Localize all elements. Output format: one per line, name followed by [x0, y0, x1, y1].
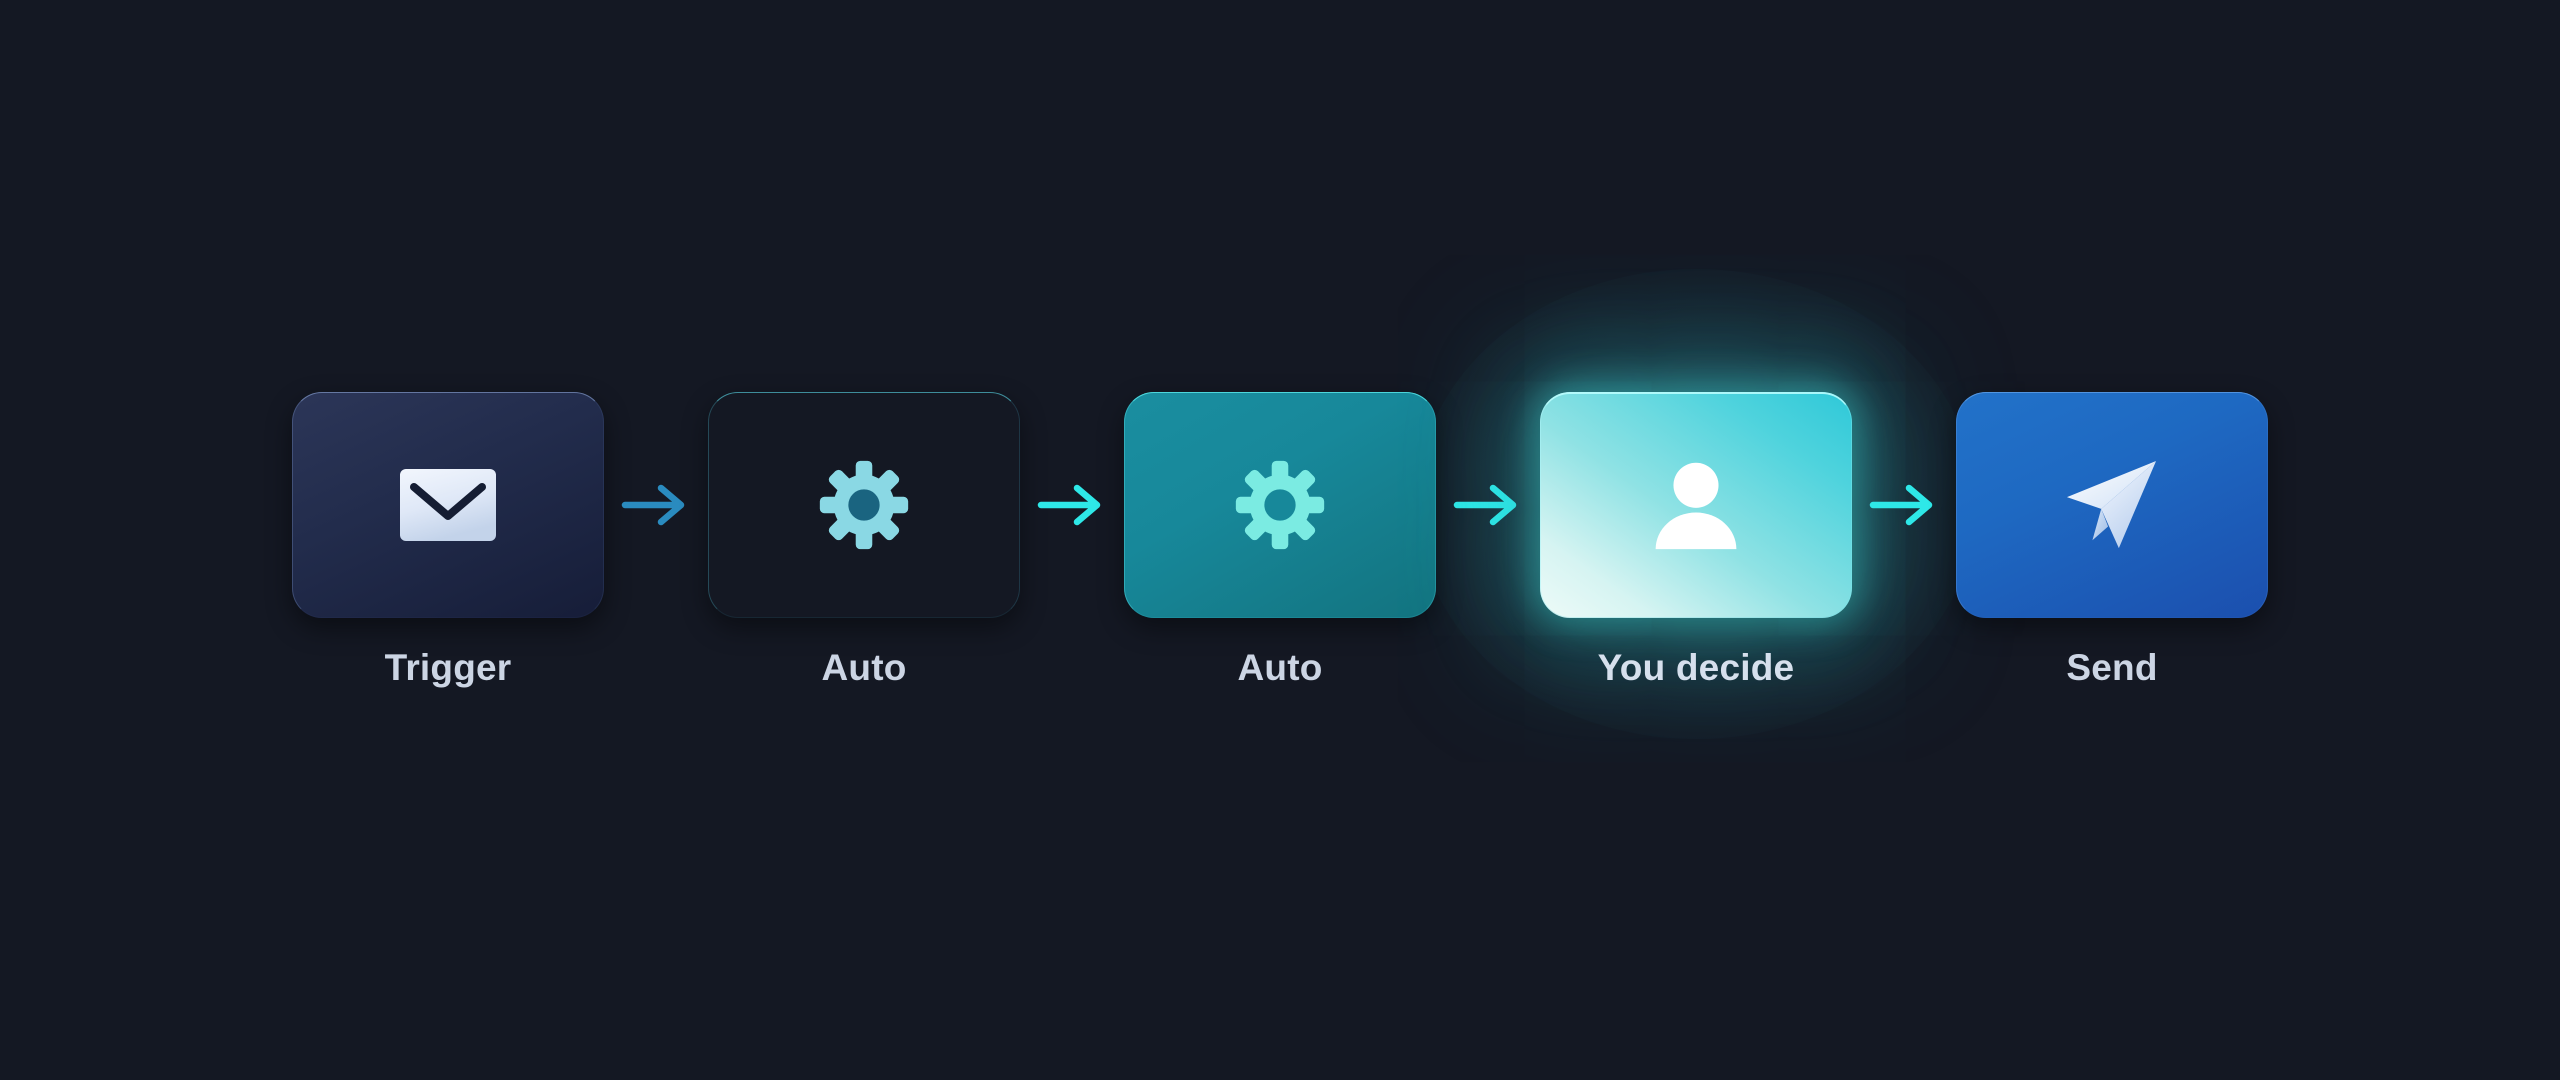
connector-arrow-3 [1436, 392, 1540, 618]
step-label-trigger: Trigger [384, 646, 512, 688]
arrow-right-icon [1869, 482, 1937, 528]
person-icon [1649, 459, 1743, 551]
arrow-right-icon [1037, 482, 1105, 528]
flow-step-you-decide[interactable]: You decide [1416, 268, 1976, 739]
flow-step-trigger[interactable]: Trigger [292, 391, 604, 689]
step-card-trigger[interactable] [292, 391, 604, 618]
step-label-you-decide: You decide [1597, 646, 1795, 688]
envelope-icon [400, 468, 496, 541]
step-label-auto-1: Auto [821, 646, 907, 688]
arrow-right-icon [621, 482, 689, 528]
connector-arrow-2 [1020, 392, 1124, 618]
step-flow: Trigger [292, 268, 2268, 739]
connector-arrow-1 [604, 392, 708, 618]
step-card-auto-1[interactable] [708, 391, 1020, 618]
step-card-send[interactable] [1956, 391, 2268, 618]
arrow-right-icon [1453, 482, 1521, 528]
flow-step-auto-2[interactable]: Auto [1124, 391, 1436, 689]
gear-icon [818, 459, 910, 551]
gear-icon [1234, 459, 1326, 551]
paper-plane-icon [2063, 458, 2161, 552]
connector-arrow-4 [1852, 392, 1956, 618]
step-label-auto-2: Auto [1237, 646, 1323, 688]
step-card-auto-2[interactable] [1124, 391, 1436, 618]
flow-step-auto-1[interactable]: Auto [708, 391, 1020, 689]
step-label-send: Send [2066, 646, 2158, 688]
step-card-you-decide[interactable] [1540, 391, 1852, 618]
flow-step-send[interactable]: Send [1956, 391, 2268, 689]
